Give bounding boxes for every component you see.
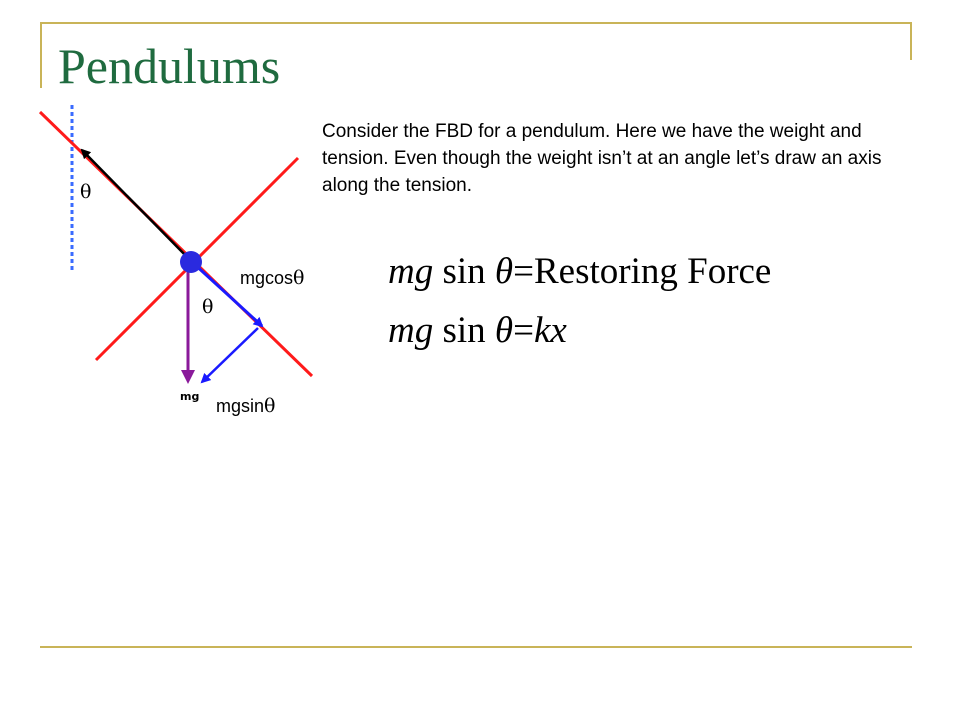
frame-line-bottom	[40, 646, 912, 648]
angle-label-top: θ	[80, 181, 91, 203]
mgcos-theta: θ	[293, 267, 304, 289]
angle-label-center: θ	[202, 296, 213, 318]
weight-label: mg	[180, 390, 199, 403]
eq2-mg: mg	[388, 310, 434, 351]
eq1-theta: θ	[494, 251, 514, 292]
eq2-theta: θ	[494, 310, 514, 351]
frame-line-right	[910, 22, 912, 60]
slide-title: Pendulums	[58, 38, 281, 94]
mgsin-label: mgsinθ	[216, 395, 275, 417]
eq1-rhs: Restoring Force	[533, 251, 772, 292]
equation-restoring-force: mg sin θ=Restoring Force	[388, 250, 771, 294]
pendulum-bob	[180, 251, 202, 273]
mgcos-label: mgcosθ	[240, 267, 304, 289]
eq2-sin: sin	[442, 310, 486, 351]
mgsin-theta: θ	[264, 395, 275, 417]
slide-body-text: Consider the FBD for a pendulum. Here we…	[322, 121, 882, 196]
eq2-equals: =	[513, 310, 534, 351]
eq1-mg: mg	[388, 251, 434, 292]
frame-line-top	[40, 22, 912, 24]
equation-hooke: mg sin θ=kx	[388, 309, 567, 353]
frame-line-left	[40, 22, 42, 88]
eq1-sin: sin	[442, 251, 486, 292]
tension-arrow	[80, 148, 191, 261]
mgcos-label-text: mgcos	[240, 268, 293, 288]
mgsin-component-arrow	[200, 327, 259, 384]
eq1-equals: =	[513, 251, 534, 292]
eq2-rhs: kx	[533, 310, 567, 351]
mgsin-label-text: mgsin	[216, 396, 264, 416]
pendulum-fbd-diagram: θ θ mgcosθ mgsinθ mg	[38, 105, 314, 417]
mgcos-component-arrow	[190, 260, 264, 328]
